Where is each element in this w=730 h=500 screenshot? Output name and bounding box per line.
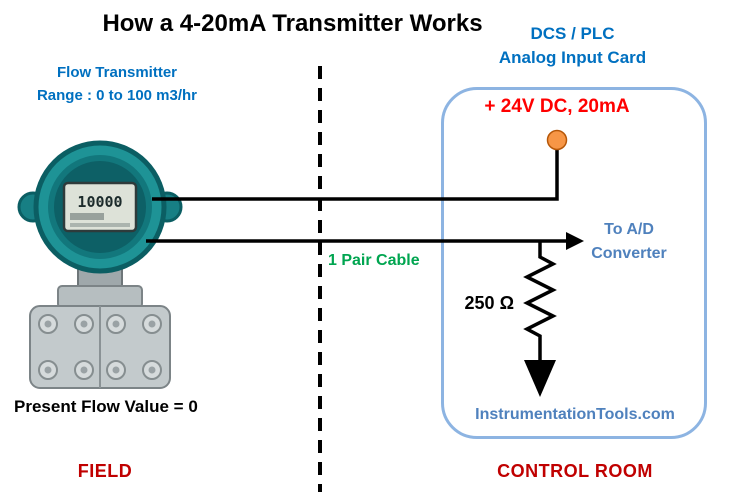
lcd-display — [62, 181, 138, 233]
transmitter-flange-body — [29, 305, 171, 389]
transmitter-neck — [77, 261, 123, 289]
flange-bolt-centers — [44, 320, 156, 374]
present-flow-value-label: Present Flow Value = 0 — [14, 397, 198, 416]
pair-cable-label: 1 Pair Cable — [328, 252, 420, 269]
left-conduit-cap — [17, 191, 49, 223]
site-credit-label: InstrumentationTools.com — [475, 406, 675, 423]
flow-transmitter-label: Flow Transmitter — [56, 64, 178, 81]
analog-input-card-box — [441, 87, 707, 439]
flange-bolts — [38, 314, 162, 380]
resistor-value-label: 250 Ω — [464, 293, 514, 313]
to-ad-converter-label-line1: To A/D — [604, 221, 654, 238]
analog-input-card-label: Analog Input Card — [498, 48, 647, 67]
lcd-scale-line — [70, 223, 130, 227]
transmitter-hex-fitting — [57, 285, 143, 309]
head-inner-ring2 — [54, 161, 146, 253]
right-conduit-cap — [151, 191, 183, 223]
lcd-bargraph — [70, 213, 104, 220]
flow-transmitter-range-label: Range : 0 to 100 m3/hr — [36, 87, 198, 104]
field-zone-label: FIELD — [77, 461, 133, 481]
lcd-display-value: 10000 — [77, 193, 122, 211]
dcs-plc-label: DCS / PLC — [530, 24, 615, 43]
to-ad-converter-label-line2: Converter — [591, 245, 667, 262]
control-room-zone-label: CONTROL ROOM — [497, 461, 653, 481]
flow-transmitter-device: 10000 — [17, 140, 183, 389]
head-inner-ring — [48, 155, 152, 259]
supply-voltage-label: + 24V DC, 20mA — [484, 96, 630, 117]
transmitter-head — [33, 140, 167, 274]
diagram-title: How a 4-20mA Transmitter Works — [102, 10, 483, 37]
